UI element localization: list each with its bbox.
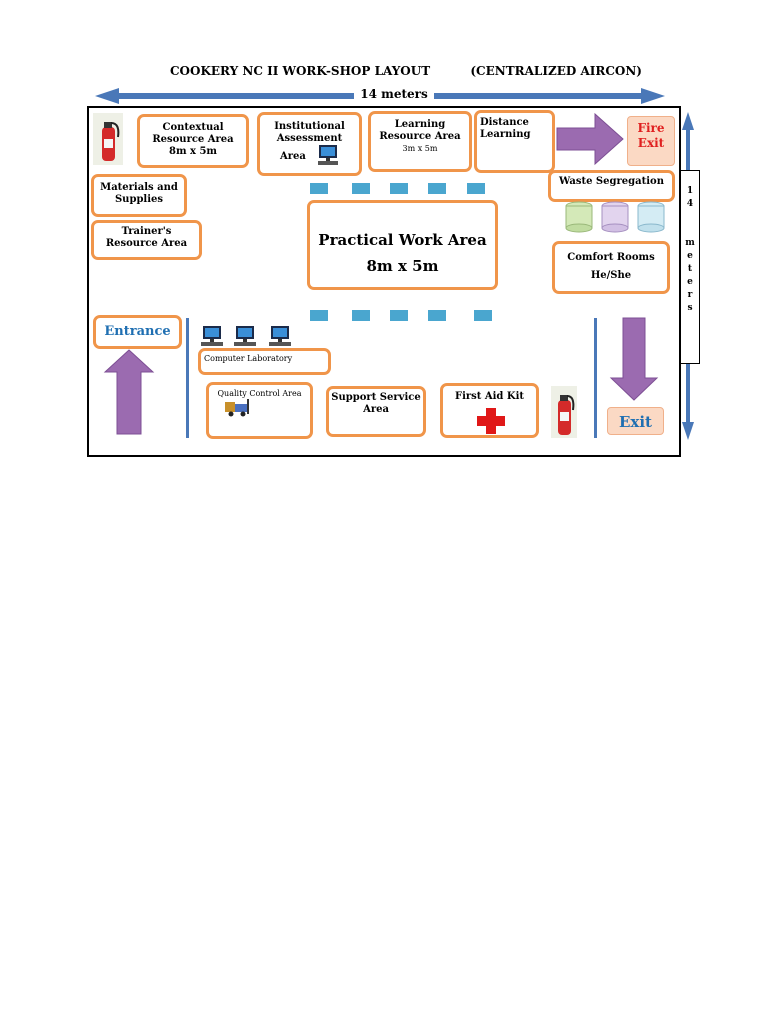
computer-laboratory-area: Computer Laboratory — [198, 348, 331, 375]
comfort-line2: He/She — [590, 270, 632, 281]
practical-work-area: Practical Work Area 8m x 5m — [307, 200, 498, 290]
support-service-area: Support Service Area — [326, 386, 426, 437]
quality-label: Quality Control Area — [217, 389, 302, 398]
entrance-sign: Entrance — [93, 315, 182, 349]
comfort-rooms-area: Comfort Rooms He/She — [552, 241, 670, 294]
learning-line1: Learning — [394, 119, 446, 130]
table-marker — [427, 309, 447, 322]
height-char: 4 — [686, 199, 694, 209]
first-aid-cross-icon — [477, 408, 505, 434]
purple-right-arrow-icon — [556, 112, 624, 166]
partition-line — [594, 318, 597, 438]
purple-up-arrow-icon — [103, 349, 155, 435]
distance-learning-area: Distance Learning — [474, 110, 555, 173]
institutional-line3: Area — [280, 151, 306, 162]
table-marker — [466, 182, 486, 195]
fire-extinguisher-icon — [93, 113, 123, 165]
learning-line3: 3m x 5m — [402, 144, 438, 153]
table-marker — [351, 182, 371, 195]
height-label-chars: 1 4 m e t e r s — [680, 171, 700, 315]
fire-exit-line2: Exit — [637, 136, 665, 150]
fire-extinguisher-icon — [551, 386, 577, 438]
height-char: e — [687, 277, 693, 287]
comfort-line1: Comfort Rooms — [567, 252, 655, 263]
height-label-box: 1 4 m e t e r s — [680, 170, 700, 364]
table-marker — [389, 309, 409, 322]
support-line2: Area — [363, 404, 389, 415]
table-marker — [389, 182, 409, 195]
contextual-resource-area: Contextual Resource Area 8m x 5m — [137, 114, 249, 168]
height-char: m — [685, 238, 695, 248]
diagram-title: COOKERY NC II WORK-SHOP LAYOUT (CENTRALI… — [170, 64, 642, 78]
institutional-line2: Assessment — [276, 133, 343, 144]
height-char: e — [687, 251, 693, 261]
materials-line1: Materials and — [100, 182, 178, 193]
height-char: r — [687, 290, 693, 300]
exit-sign: Exit — [607, 407, 664, 435]
contextual-line2: Resource Area — [152, 134, 234, 145]
height-char: s — [687, 303, 693, 313]
table-marker — [473, 309, 493, 322]
computer-icon — [269, 326, 291, 346]
practical-line2: 8m x 5m — [366, 257, 439, 275]
table-marker — [309, 182, 329, 195]
first-aid-label: First Aid Kit — [454, 391, 525, 402]
fire-exit-line1: Fire — [637, 121, 665, 135]
table-marker — [309, 309, 329, 322]
forklift-icon — [225, 399, 249, 417]
trainers-line2: Resource Area — [105, 238, 188, 249]
trainers-resource-area: Trainer's Resource Area — [91, 220, 202, 260]
waste-label: Waste Segregation — [559, 176, 664, 187]
institutional-assessment-area: Institutional Assessment Area — [257, 112, 362, 176]
entrance-label: Entrance — [104, 324, 171, 339]
computer-icon — [318, 145, 338, 165]
materials-supplies-area: Materials and Supplies — [91, 174, 187, 217]
contextual-line1: Contextual — [162, 122, 224, 133]
title-text: COOKERY NC II WORK-SHOP LAYOUT — [170, 64, 431, 78]
computer-icon — [234, 326, 256, 346]
trainers-line1: Trainer's — [121, 226, 172, 237]
waste-segregation-area: Waste Segregation — [548, 170, 675, 202]
materials-line2: Supplies — [114, 194, 164, 205]
quality-control-area: Quality Control Area — [206, 382, 313, 439]
distance-line1: Distance — [480, 117, 529, 128]
exit-label: Exit — [618, 413, 652, 431]
distance-line2: Learning — [480, 129, 531, 140]
partition-line — [186, 318, 189, 438]
height-char: 1 — [686, 186, 694, 196]
support-line1: Support Service — [331, 392, 421, 403]
purple-down-arrow-icon — [609, 317, 659, 401]
computer-icon — [201, 326, 223, 346]
practical-line1: Practical Work Area — [318, 231, 487, 249]
table-marker — [351, 309, 371, 322]
contextual-line3: 8m x 5m — [168, 146, 217, 157]
first-aid-kit-area: First Aid Kit — [440, 383, 539, 438]
learning-resource-area: Learning Resource Area 3m x 5m — [368, 111, 472, 172]
learning-line2: Resource Area — [379, 131, 461, 142]
bin-icon — [565, 201, 665, 233]
computer-lab-label: Computer Laboratory — [204, 354, 293, 363]
institutional-line1: Institutional — [274, 121, 345, 132]
height-char: t — [687, 264, 693, 274]
table-marker — [427, 182, 447, 195]
width-label: 14 meters — [354, 86, 434, 102]
floor-plan — [87, 106, 681, 457]
fire-exit-sign: Fire Exit — [627, 116, 675, 166]
subtitle-text: (CENTRALIZED AIRCON) — [470, 64, 642, 78]
